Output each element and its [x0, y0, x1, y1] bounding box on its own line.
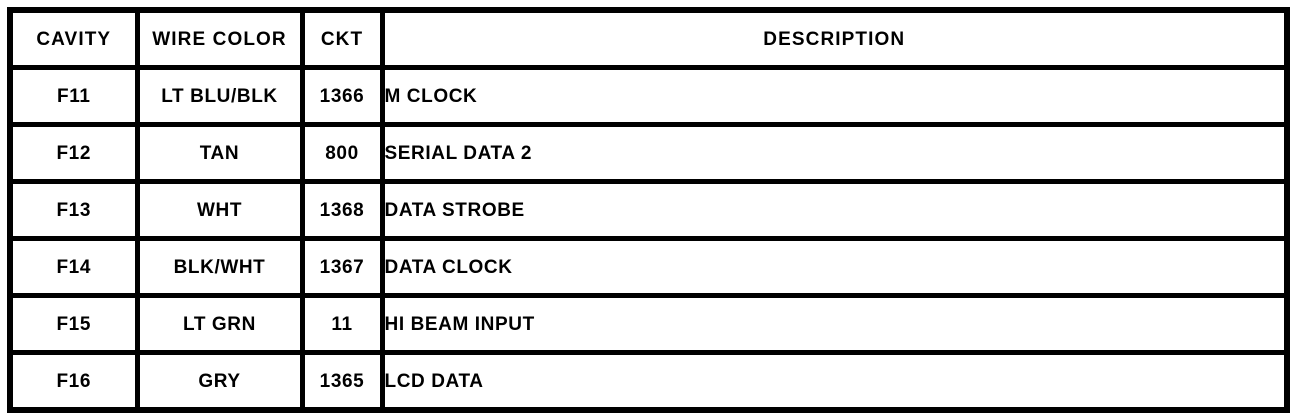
cell-ckt: 1368 [302, 181, 385, 241]
table-body: F11 LT BLU/BLK 1366 M CLOCK F12 TAN 800 … [10, 67, 1287, 410]
cell-cavity: F12 [10, 124, 140, 184]
cell-ckt: 1366 [302, 67, 385, 127]
cell-cavity: F13 [10, 181, 140, 241]
table-header-row: CAVITY WIRE COLOR CKT DESCRIPTION [10, 10, 1287, 70]
cell-cavity: F11 [10, 67, 140, 127]
table-row: F12 TAN 800 SERIAL DATA 2 [10, 124, 1287, 184]
cell-ckt: 1367 [302, 238, 385, 298]
cell-wire-color: TAN [137, 124, 305, 184]
table-row: F11 LT BLU/BLK 1366 M CLOCK [10, 67, 1287, 127]
cell-wire-color: LT BLU/BLK [137, 67, 305, 127]
table-row: F15 LT GRN 11 HI BEAM INPUT [10, 295, 1287, 355]
table-row: F16 GRY 1365 LCD DATA [10, 352, 1287, 410]
cell-description: SERIAL DATA 2 [382, 124, 1287, 184]
table-row: F14 BLK/WHT 1367 DATA CLOCK [10, 238, 1287, 298]
cell-wire-color: WHT [137, 181, 305, 241]
cell-wire-color: BLK/WHT [137, 238, 305, 298]
cell-cavity: F16 [10, 352, 140, 410]
column-header-description: DESCRIPTION [382, 10, 1287, 70]
cell-wire-color: LT GRN [137, 295, 305, 355]
cell-description: M CLOCK [382, 67, 1287, 127]
cell-ckt: 11 [302, 295, 385, 355]
connector-pinout-table: CAVITY WIRE COLOR CKT DESCRIPTION F11 LT… [7, 7, 1290, 413]
table-header: CAVITY WIRE COLOR CKT DESCRIPTION [10, 10, 1287, 70]
column-header-ckt: CKT [302, 10, 385, 70]
cell-cavity: F14 [10, 238, 140, 298]
cell-description: DATA CLOCK [382, 238, 1287, 298]
cell-description: LCD DATA [382, 352, 1287, 410]
column-header-cavity: CAVITY [10, 10, 140, 70]
cell-ckt: 800 [302, 124, 385, 184]
cell-description: HI BEAM INPUT [382, 295, 1287, 355]
cell-ckt: 1365 [302, 352, 385, 410]
column-header-wire-color: WIRE COLOR [137, 10, 305, 70]
cell-wire-color: GRY [137, 352, 305, 410]
table-row: F13 WHT 1368 DATA STROBE [10, 181, 1287, 241]
cell-description: DATA STROBE [382, 181, 1287, 241]
cell-cavity: F15 [10, 295, 140, 355]
